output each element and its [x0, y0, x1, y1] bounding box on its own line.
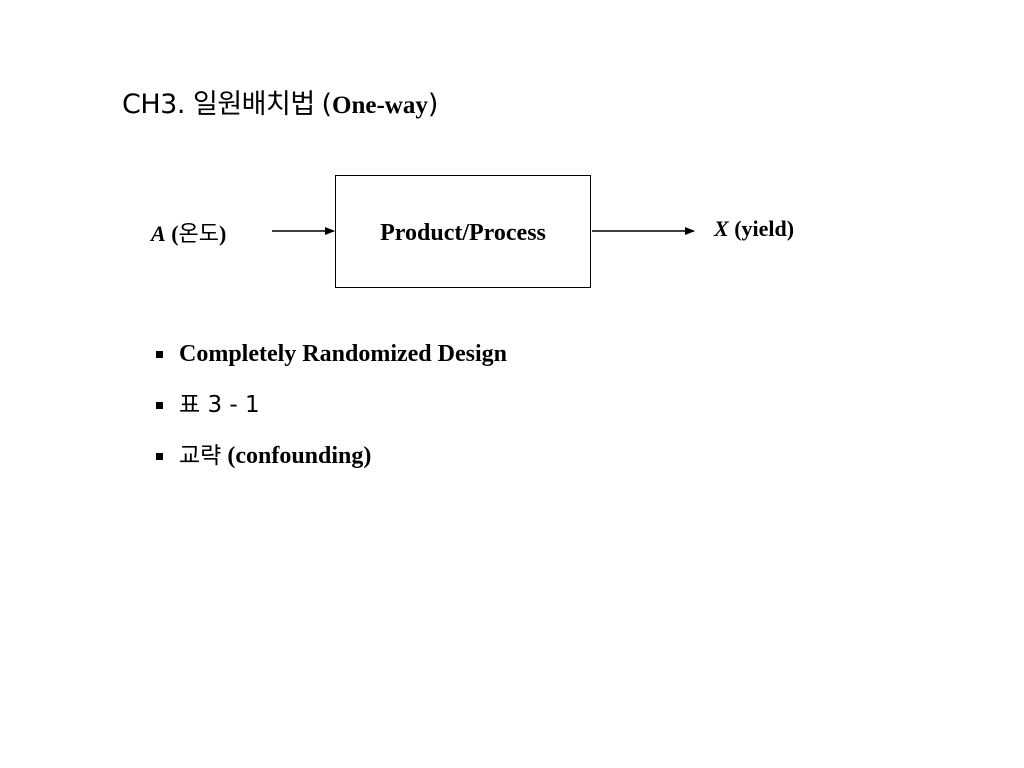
bullet-text: 교략 (confounding)	[179, 440, 371, 472]
title-latin: One-way	[332, 92, 428, 119]
input-label: A (온도)	[151, 216, 226, 248]
input-variable: A	[151, 221, 166, 246]
title-paren-open: (	[321, 89, 332, 120]
title-paren-close: )	[427, 89, 439, 120]
input-paren-open: (	[165, 221, 179, 246]
title-korean: CH3. 일원배치법	[122, 89, 315, 120]
input-korean: 온도	[178, 222, 219, 247]
output-label: X (yield)	[714, 216, 794, 242]
process-box: Product/Process	[335, 175, 591, 288]
bullet-korean: 교략	[179, 443, 222, 469]
bullet-square-icon	[156, 351, 163, 358]
slide-title: CH3. 일원배치법 (One-way)	[122, 82, 438, 121]
bullet-square-icon	[156, 402, 163, 409]
input-paren-close: )	[219, 221, 227, 246]
output-variable: X	[714, 216, 729, 241]
bullet-latin: (confounding)	[221, 443, 372, 469]
process-box-label: Product/Process	[380, 219, 546, 246]
output-rest: (yield)	[728, 216, 795, 241]
bullet-text: Completely Randomized Design	[179, 341, 507, 367]
bullet-square-icon	[156, 453, 163, 460]
bullet-text: 표 3 - 1	[179, 392, 260, 418]
